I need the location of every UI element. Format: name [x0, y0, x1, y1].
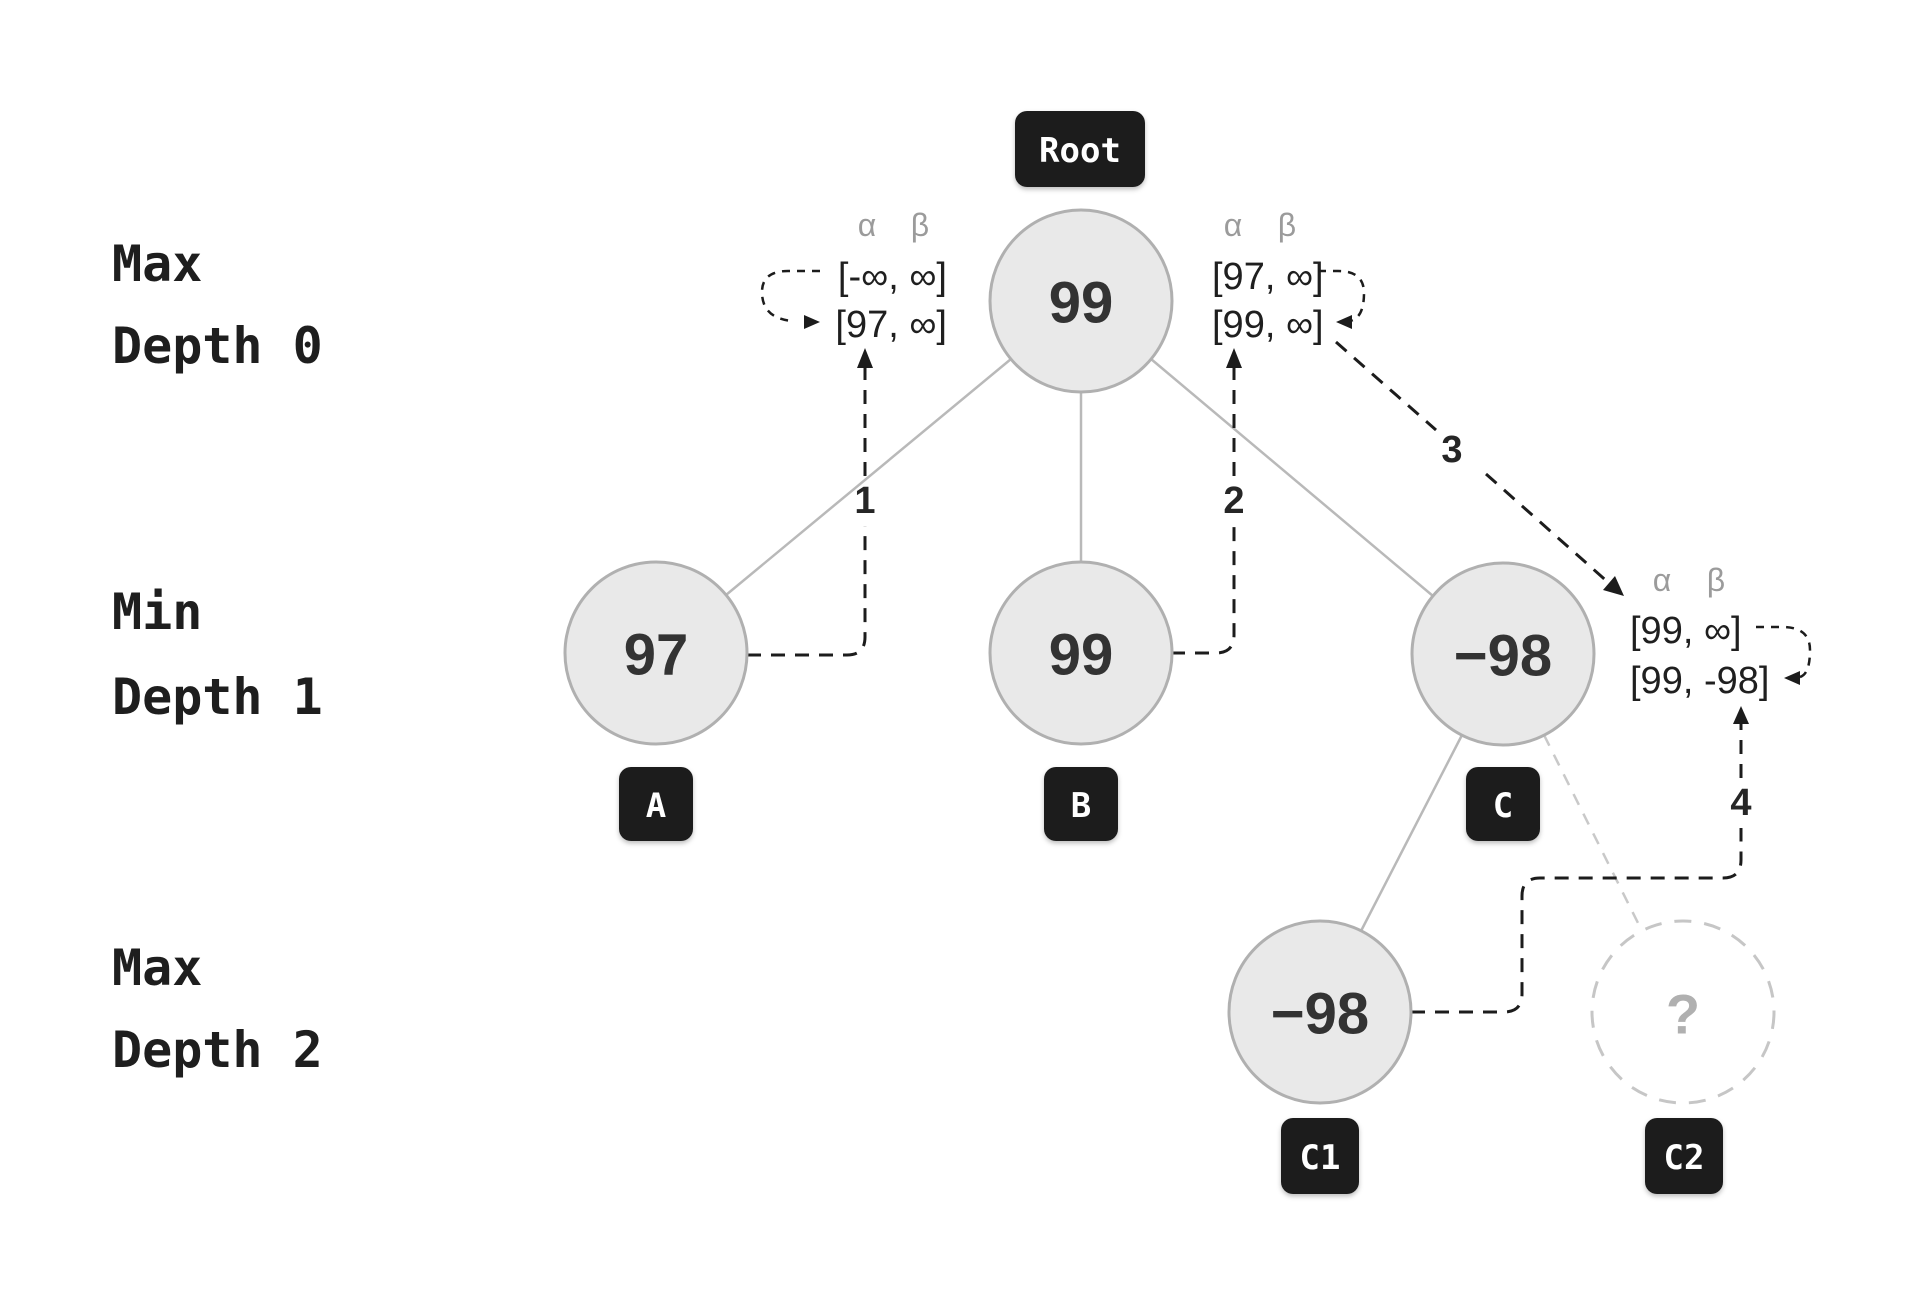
b-tag-box — [1044, 767, 1118, 841]
c2-tag-label: C2 — [1664, 1138, 1705, 1178]
root-right-interval-old: [97, ∞] — [1212, 256, 1324, 298]
edge-root-c — [1150, 358, 1434, 597]
root-tag-label: Root — [1039, 131, 1121, 171]
annotation-root-right: α β [97, ∞] [99, ∞] — [1212, 207, 1366, 346]
step-1-arrow-lower — [747, 526, 867, 657]
node-c2-circle-pruned — [1590, 919, 1776, 1105]
step-1-label: 1 — [854, 480, 875, 522]
step-3-label: 3 — [1441, 429, 1462, 471]
step-3-arrow-lower — [1485, 472, 1611, 586]
depth2-depth-label: Depth 2 — [112, 1021, 323, 1079]
node-tag-texts: Root A B C C1 C2 — [646, 131, 1705, 1178]
depth0-depth-label: Depth 0 — [112, 317, 323, 375]
beta-header-c: β — [1707, 562, 1725, 598]
node-root-circle — [988, 208, 1174, 394]
root-right-loop-arrowhead — [1336, 315, 1352, 329]
b-tag-label: B — [1071, 786, 1091, 826]
alpha-header-root-left: α — [858, 207, 877, 243]
step-2-arrowhead — [1226, 348, 1242, 368]
a-tag-box — [619, 767, 693, 841]
step-4-label: 4 — [1730, 782, 1751, 824]
step-arrows: 1 2 3 4 — [747, 340, 1752, 1014]
depth1-depth-label: Depth 1 — [112, 668, 323, 726]
node-tags — [619, 111, 1723, 1194]
depth0-role-label: Max — [112, 235, 202, 293]
root-right-interval-new: [99, ∞] — [1212, 304, 1324, 346]
root-tag-box — [1015, 111, 1145, 187]
c2-tag-box — [1645, 1118, 1723, 1194]
node-b-circle — [988, 560, 1174, 746]
annotation-root-left: α β [-∞, ∞] [97, ∞] — [760, 207, 947, 346]
edge-c-c2-pruned — [1542, 734, 1644, 932]
root-left-loop-arrowhead — [804, 315, 820, 329]
step-3-arrow-upper — [1335, 340, 1437, 432]
c1-tag-box — [1281, 1118, 1359, 1194]
node-c-circle — [1410, 561, 1596, 747]
node-root-value: 99 — [1049, 271, 1114, 336]
c1-tag-label: C1 — [1300, 1138, 1341, 1178]
edge-c-c1 — [1359, 734, 1464, 932]
step-1-arrowhead — [857, 348, 873, 368]
c-update-loop — [1756, 625, 1812, 679]
root-left-update-loop — [760, 269, 820, 323]
step-3-arrowhead — [1603, 576, 1624, 596]
a-tag-label: A — [646, 786, 666, 826]
edge-root-a — [725, 358, 1012, 596]
node-a-circle — [563, 560, 749, 746]
node-c1-circle — [1227, 919, 1413, 1105]
c-tag-label: C — [1493, 786, 1513, 826]
beta-header-root-left: β — [911, 207, 929, 243]
tree-nodes: 99 97 99 −98 −98 ? — [563, 208, 1776, 1105]
depth2-role-label: Max — [112, 939, 202, 997]
root-left-interval-old: [-∞, ∞] — [838, 256, 947, 298]
node-c2-value-unknown: ? — [1666, 983, 1700, 1046]
node-b-value: 99 — [1049, 623, 1114, 688]
c-tag-box — [1466, 767, 1540, 841]
depth1-role-label: Min — [112, 583, 202, 641]
node-c-value: −98 — [1454, 624, 1552, 689]
node-c1-value: −98 — [1271, 982, 1369, 1047]
c-interval-new-pruning: [99, -98] — [1630, 660, 1769, 702]
c-loop-arrowhead — [1784, 671, 1800, 685]
alpha-header-root-right: α — [1224, 207, 1243, 243]
depth-labels: Max Depth 0 Min Depth 1 Max Depth 2 — [112, 235, 323, 1079]
step-2-arrow-lower — [1171, 526, 1236, 655]
c-interval-old: [99, ∞] — [1630, 610, 1742, 652]
tree-edges — [725, 358, 1644, 932]
beta-header-root-right: β — [1278, 207, 1296, 243]
step-2-label: 2 — [1223, 480, 1244, 522]
node-a-value: 97 — [624, 623, 689, 688]
step-4-arrow-lower — [1411, 828, 1743, 1014]
alpha-header-c: α — [1653, 562, 1672, 598]
root-right-update-loop — [1318, 269, 1366, 323]
root-left-interval-new: [97, ∞] — [835, 304, 947, 346]
step-4-arrowhead — [1733, 706, 1749, 724]
annotation-c-right: α β [99, ∞] [99, -98] — [1630, 562, 1812, 702]
